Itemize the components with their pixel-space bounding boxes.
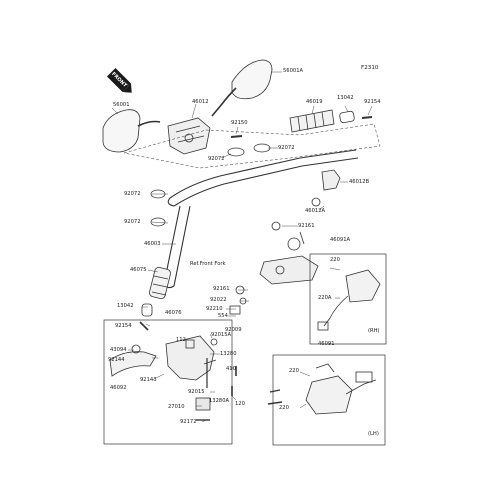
callout-120: 120 <box>235 401 245 407</box>
callout-554: 554 <box>218 313 228 319</box>
callout-220-c: 220 <box>279 405 289 411</box>
guide-plane <box>123 123 381 169</box>
figure-code: F2310 <box>361 65 379 71</box>
callout-13042-bot: 13042 <box>117 303 134 309</box>
callout-13280: 13280 <box>220 351 237 357</box>
callout-46012: 46012 <box>192 99 209 105</box>
switch-27010 <box>195 397 211 411</box>
callout-92015: 92015 <box>188 389 205 395</box>
clamp-92072-a <box>227 147 245 157</box>
callout-220-b: 220 <box>289 368 299 374</box>
callout-112: 112 <box>176 337 186 343</box>
callout-92172: 92172 <box>180 419 197 425</box>
callout-56001: 56001 <box>113 102 130 108</box>
rh-switch <box>317 269 381 331</box>
callout-92072-d: 92072 <box>124 219 141 225</box>
callout-92015a: 92015A <box>211 332 232 338</box>
rh-switch-box <box>309 253 387 345</box>
callout-43094: 43094 <box>110 347 127 353</box>
callout-410: 410 <box>226 366 236 372</box>
lh-switch-box <box>272 354 386 446</box>
callout-92161-b: 92161 <box>213 286 230 292</box>
lever-bracket <box>165 335 218 381</box>
callout-92072-b: 92072 <box>278 145 295 151</box>
callout-46012b: 46012B <box>349 179 370 185</box>
callout-92022: 92022 <box>210 297 227 303</box>
upper-clamp <box>259 231 319 285</box>
clamp-92072-d <box>150 217 166 227</box>
callout-92210: 92210 <box>206 306 223 312</box>
callout-46091: 46091 <box>318 341 335 347</box>
callout-220a: 220A <box>318 295 332 301</box>
callout-13280a: 13280A <box>209 398 230 404</box>
mirror-left <box>102 109 161 153</box>
callout-56001a: 56001A <box>283 68 304 74</box>
callout-46076: 46076 <box>165 310 182 316</box>
callout-13042-top: 13042 <box>337 95 354 101</box>
washer-92161-a <box>271 221 281 231</box>
callout-46075: 46075 <box>130 267 147 273</box>
lever-box <box>103 319 233 445</box>
rh-side-label: (RH) <box>368 328 380 334</box>
lh-switch <box>267 363 377 415</box>
callout-92009: 92009 <box>225 327 242 333</box>
callout-27010: 27010 <box>168 404 185 410</box>
lh-side-label: (LH) <box>368 431 379 437</box>
clutch-lever <box>109 344 157 377</box>
callout-92161-a: 92161 <box>298 223 315 229</box>
callout-92144: 92144 <box>108 357 125 363</box>
callout-92072-c: 92072 <box>124 191 141 197</box>
callout-220-a: 220 <box>330 257 340 263</box>
callout-46003: 46003 <box>144 241 161 247</box>
holder-46012b <box>311 169 341 207</box>
callout-92143: 92143 <box>140 377 157 383</box>
bolt-92150 <box>230 135 243 138</box>
reference-note: Ref.Front Fork <box>190 261 226 267</box>
bolt-92154 <box>139 321 149 331</box>
mirror-right <box>211 59 273 117</box>
master-cylinder-assembly <box>167 117 211 155</box>
nut-92210 <box>229 305 241 315</box>
callout-92154-bot: 92154 <box>115 323 132 329</box>
callout-92072-a: 92072 <box>208 156 225 162</box>
left-grip <box>141 266 171 317</box>
callout-92154-top: 92154 <box>364 99 381 105</box>
callout-92150: 92150 <box>231 120 248 126</box>
callout-46019: 46019 <box>306 99 323 105</box>
callout-46091a: 46091A <box>330 237 351 243</box>
throttle-grip <box>289 109 373 133</box>
callout-46012a: 46012A <box>305 208 326 214</box>
callout-46092: 46092 <box>110 385 127 391</box>
clamp-92072-b <box>253 143 271 153</box>
